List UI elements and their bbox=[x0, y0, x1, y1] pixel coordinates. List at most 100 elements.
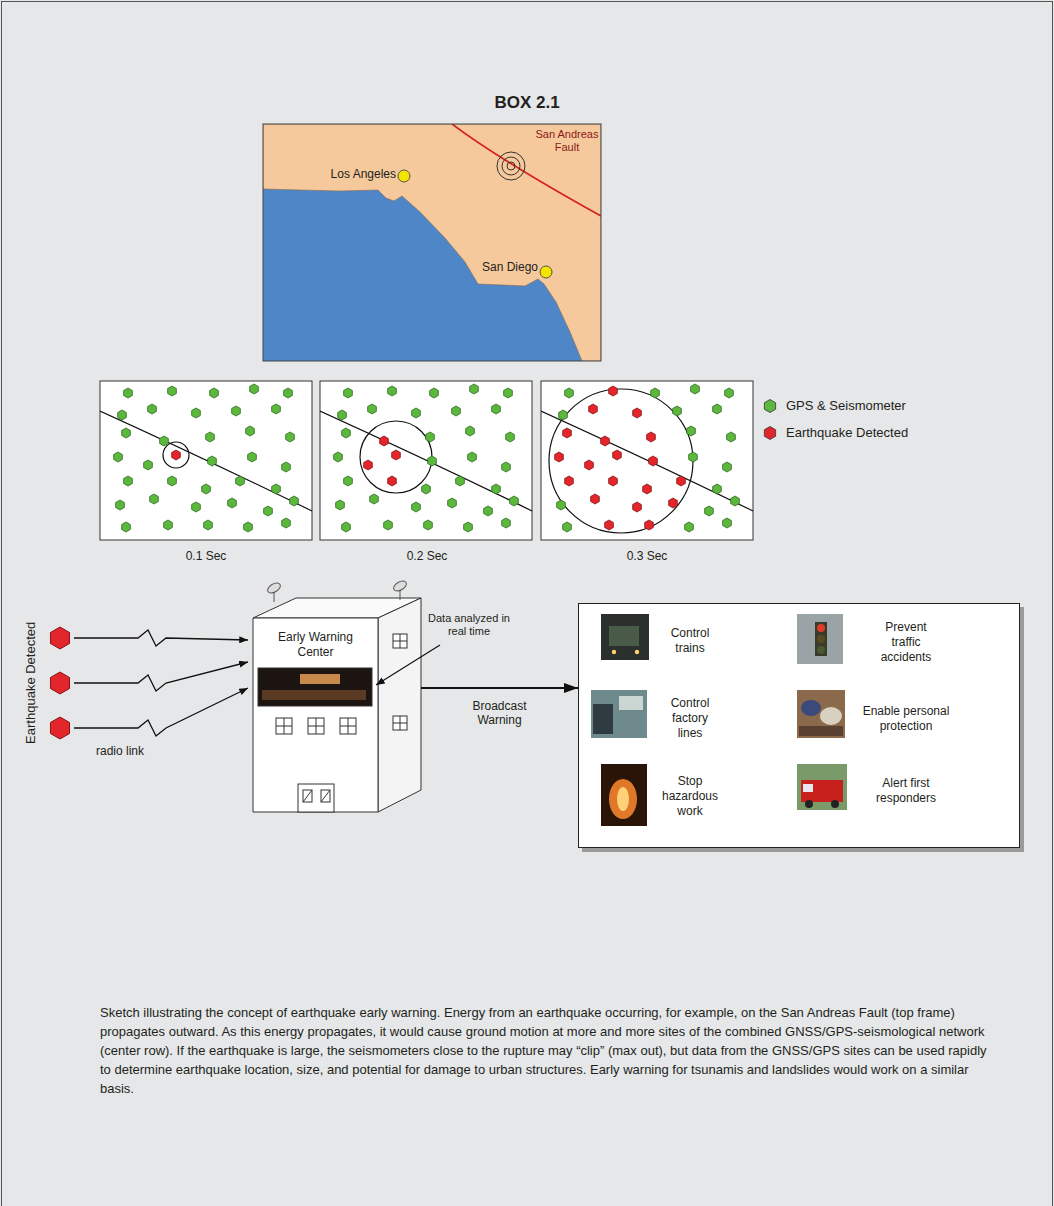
traffic-photo bbox=[817, 624, 825, 632]
station-hexagon bbox=[380, 436, 389, 446]
leader-arrow bbox=[376, 645, 440, 685]
map-frame bbox=[263, 124, 601, 361]
station-hexagon bbox=[591, 494, 600, 504]
action-item: Control factory lines bbox=[659, 696, 721, 743]
station-hexagon bbox=[466, 426, 475, 436]
station-hexagon bbox=[272, 484, 281, 494]
station-hexagon bbox=[510, 496, 519, 506]
callout-note: Data analyzed in real time bbox=[425, 612, 513, 638]
station-hexagon bbox=[342, 522, 351, 532]
radio-arrow bbox=[74, 662, 248, 691]
window-cross bbox=[276, 718, 292, 734]
station-hexagon bbox=[484, 506, 493, 516]
photo-layer bbox=[579, 604, 1021, 849]
protection-photo bbox=[799, 726, 843, 736]
station-hexagon bbox=[284, 388, 293, 398]
station-hexagon bbox=[344, 476, 353, 486]
window-cross bbox=[340, 718, 356, 734]
station-hexagon bbox=[605, 520, 614, 530]
station-hexagon bbox=[677, 476, 686, 486]
responder-photo bbox=[801, 780, 843, 802]
network-panel bbox=[320, 381, 532, 540]
station-hexagon bbox=[723, 518, 732, 528]
station-hexagon bbox=[470, 384, 479, 394]
door-panel bbox=[303, 790, 312, 802]
station-hexagon bbox=[206, 432, 215, 442]
fault-line bbox=[100, 411, 312, 511]
responder-photo bbox=[831, 800, 839, 808]
station-hexagon bbox=[282, 462, 291, 472]
station-hexagon bbox=[563, 522, 572, 532]
station-hexagon bbox=[725, 388, 734, 398]
traffic-photo bbox=[817, 646, 825, 654]
station-hexagon bbox=[124, 388, 133, 398]
door-panel bbox=[303, 790, 312, 802]
station-hexagon bbox=[723, 462, 732, 472]
city-label: San Diego bbox=[470, 260, 538, 274]
text-block: Alert first responders bbox=[861, 776, 951, 806]
station-hexagon bbox=[565, 388, 574, 398]
train-photo bbox=[635, 650, 639, 654]
station-hexagon bbox=[192, 408, 201, 418]
factory-photo bbox=[619, 696, 643, 710]
station-hexagon bbox=[691, 384, 700, 394]
station-hexagon bbox=[651, 388, 660, 398]
detected-hexagon bbox=[50, 672, 69, 694]
factory-photo bbox=[593, 704, 613, 734]
station-hexagon bbox=[424, 520, 433, 530]
door-panel bbox=[321, 790, 330, 802]
legend-hexagon bbox=[764, 400, 775, 413]
station-hexagon bbox=[468, 452, 477, 462]
fault-label: San Andreas Fault bbox=[534, 128, 600, 154]
station-hexagon bbox=[504, 388, 513, 398]
station-hexagon bbox=[160, 436, 169, 446]
legend-item: GPS & Seismometer bbox=[762, 398, 906, 414]
hazard-photo bbox=[617, 787, 629, 811]
city-dot bbox=[398, 170, 410, 182]
station-hexagon bbox=[633, 502, 642, 512]
station-hexagon bbox=[168, 386, 177, 396]
window bbox=[276, 718, 292, 734]
responder-photo bbox=[803, 784, 813, 792]
window-cross bbox=[308, 718, 324, 734]
station-hexagon bbox=[248, 452, 257, 462]
station-hexagon bbox=[613, 450, 622, 460]
building-node: Early Warning Center bbox=[253, 598, 421, 812]
station-hexagon bbox=[713, 404, 722, 414]
station-hexagon bbox=[506, 432, 515, 442]
hazard-photo bbox=[609, 779, 637, 819]
traffic-photo bbox=[797, 614, 843, 664]
station-hexagon bbox=[673, 406, 682, 416]
radio-arrow bbox=[74, 630, 248, 646]
city-label: Los Angeles bbox=[318, 167, 396, 181]
station-hexagon bbox=[118, 410, 127, 420]
station-hexagon bbox=[370, 494, 379, 504]
station-hexagon bbox=[649, 456, 658, 466]
station-hexagon bbox=[334, 452, 343, 462]
station-hexagon bbox=[669, 498, 678, 508]
station-hexagon bbox=[502, 518, 511, 528]
detected-hexagon bbox=[50, 627, 69, 649]
station-hexagon bbox=[172, 450, 181, 460]
station-hexagon bbox=[368, 404, 377, 414]
land bbox=[263, 124, 601, 361]
node-text: Enable personal protection bbox=[847, 704, 965, 734]
action-item: Enable personal protection bbox=[847, 704, 965, 736]
action-item: Alert first responders bbox=[861, 776, 951, 808]
text-block: Enable personal protection bbox=[847, 704, 965, 734]
action-item: Stop hazardous work bbox=[655, 774, 725, 821]
station-hexagon bbox=[148, 404, 157, 414]
window bbox=[393, 634, 407, 648]
station-hexagon bbox=[430, 388, 439, 398]
door bbox=[298, 784, 334, 812]
epicenter-ring bbox=[507, 162, 515, 170]
protection-photo bbox=[797, 690, 845, 738]
map bbox=[263, 124, 601, 361]
fault-line bbox=[541, 411, 753, 511]
station-hexagon bbox=[609, 476, 618, 486]
station-hexagon bbox=[392, 450, 401, 460]
station-hexagon bbox=[342, 428, 351, 438]
